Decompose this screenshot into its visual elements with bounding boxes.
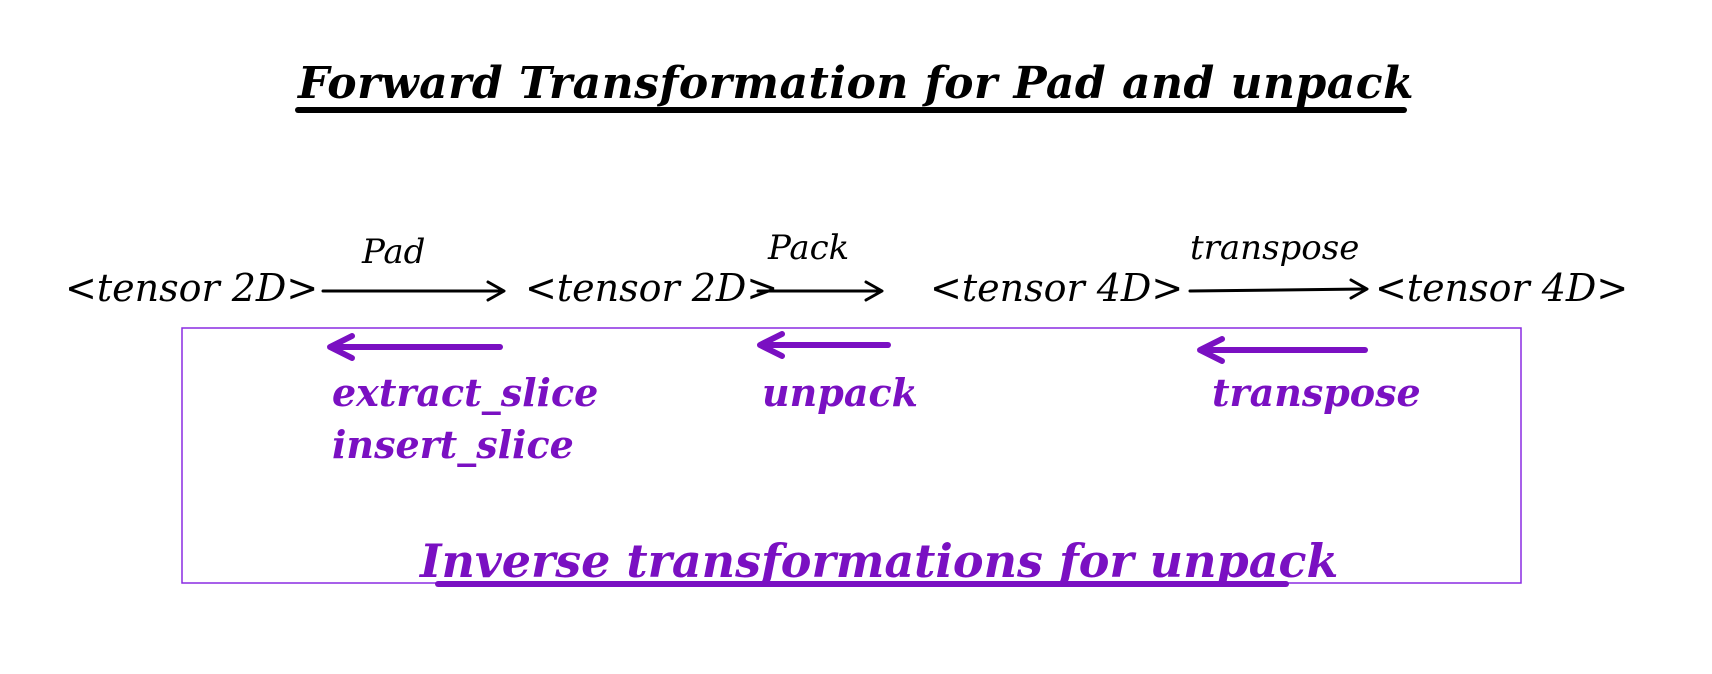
inverse-op-unpack: unpack xyxy=(762,370,918,415)
inverse-title: Inverse transformations for unpack xyxy=(420,534,1339,588)
forward-op-pack: Pack xyxy=(768,228,850,268)
forward-op-pad: Pad xyxy=(362,232,426,272)
left-arrow-icon xyxy=(1197,336,1368,364)
inverse-region-box xyxy=(181,327,1522,584)
inverse-op-extract-slice: extract_slice xyxy=(332,370,599,415)
right-arrow-icon xyxy=(1188,278,1369,300)
forward-op-transpose: transpose xyxy=(1190,228,1360,268)
left-arrow-icon xyxy=(757,331,891,359)
diagram-title: Forward Transformation for Pad and unpac… xyxy=(297,58,1415,109)
left-arrow-icon xyxy=(327,333,503,361)
inverse-op-insert-slice: insert_slice xyxy=(332,422,574,467)
node-tensor-4d-1: <tensor 4D> xyxy=(930,266,1184,310)
right-arrow-icon xyxy=(321,280,506,302)
node-tensor-2d-1: <tensor 2D> xyxy=(65,266,319,310)
right-arrow-icon xyxy=(756,280,884,302)
node-tensor-4d-2: <tensor 4D> xyxy=(1375,266,1629,310)
node-tensor-2d-2: <tensor 2D> xyxy=(525,266,779,310)
inverse-op-transpose: transpose xyxy=(1212,370,1421,415)
